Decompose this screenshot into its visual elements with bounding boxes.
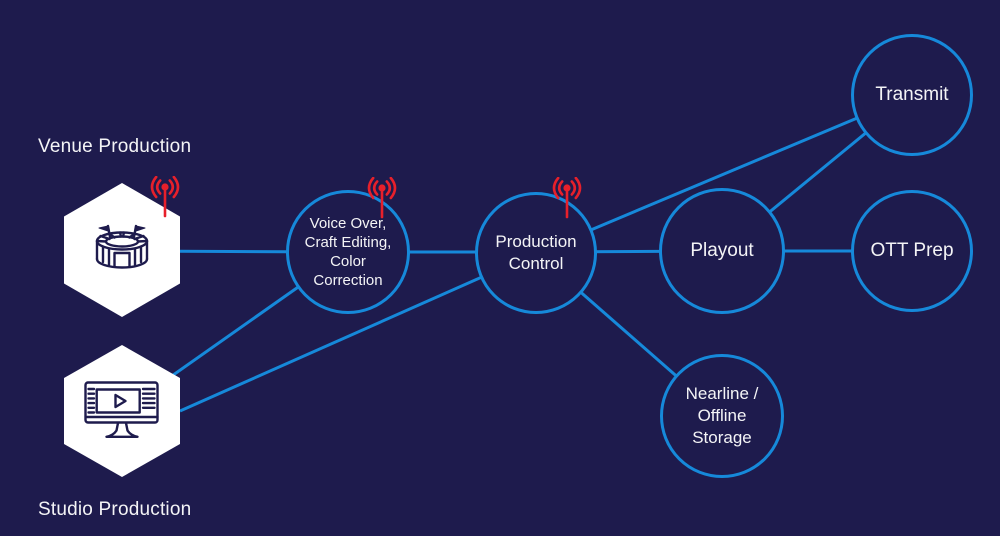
studio-production-label: Studio Production	[38, 499, 192, 520]
voice-over-node: Voice Over, Craft Editing, Color Correct…	[286, 190, 410, 314]
edge-production-control-to-transmit	[535, 93, 913, 255]
nearline-offline-storage-node: Nearline / Offline Storage	[660, 354, 784, 478]
production-control-label: Production Control	[495, 231, 577, 273]
transmit-node: Transmit	[851, 34, 973, 156]
signal-antenna-icon	[552, 177, 582, 219]
stadium-icon	[95, 224, 149, 269]
voice-over-label: Voice Over, Craft Editing, Color Correct…	[304, 214, 392, 290]
nearline-offline-storage-label: Nearline / Offline Storage	[685, 383, 759, 448]
signal-antenna-icon	[150, 176, 180, 218]
playout-node: Playout	[659, 188, 785, 314]
ott-prep-node: OTT Prep	[851, 190, 973, 312]
transmit-label: Transmit	[875, 84, 949, 105]
ott-prep-label: OTT Prep	[870, 240, 954, 261]
edge-studio-to-production-control	[179, 251, 537, 413]
venue-production-label: Venue Production	[38, 136, 192, 157]
signal-antenna-icon	[367, 177, 397, 219]
production-control-node: Production Control	[475, 192, 597, 314]
video-monitor-icon	[84, 381, 159, 438]
playout-label: Playout	[690, 240, 754, 261]
